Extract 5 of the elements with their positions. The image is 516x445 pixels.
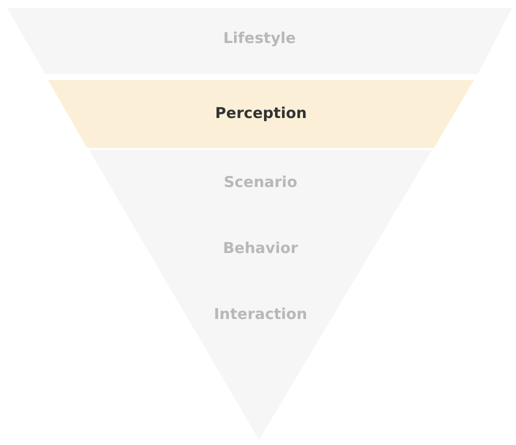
stage-label: Perception [215, 104, 307, 122]
stage-label: Scenario [224, 173, 298, 191]
stage-label: Lifestyle [223, 29, 296, 47]
stage-label: Interaction [214, 305, 308, 323]
stage-label: Behavior [222, 239, 298, 257]
